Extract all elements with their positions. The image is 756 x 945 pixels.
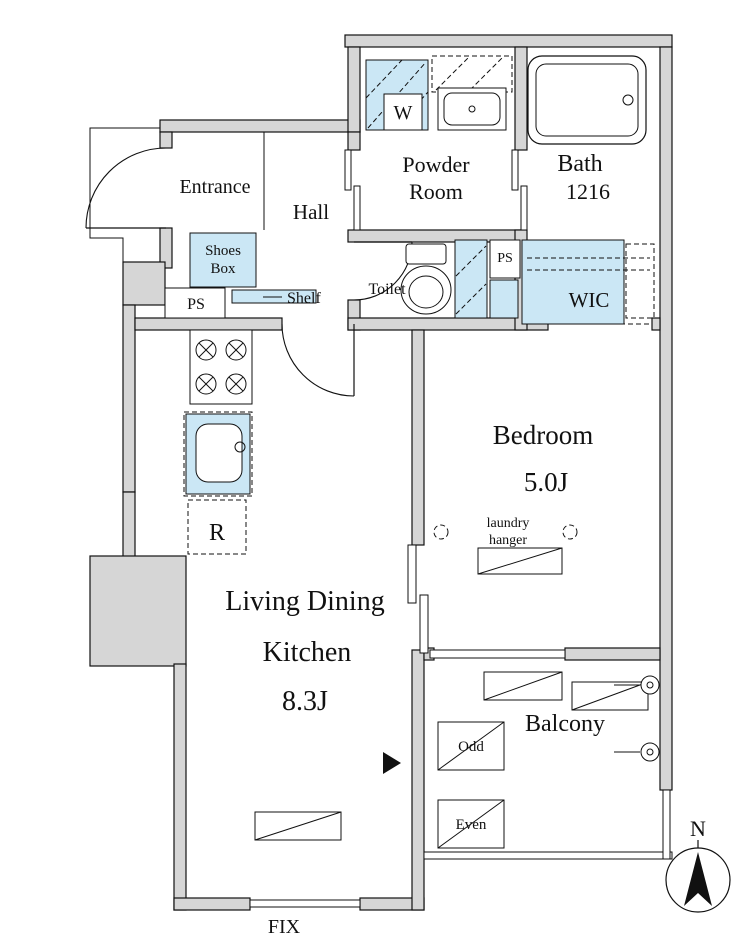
balcony-rail-right: [662, 789, 671, 860]
bathtub: [527, 55, 647, 145]
compass-north-label: N: [690, 816, 706, 841]
ldk-size-label: 8.3J: [282, 686, 328, 717]
toilet-fixture: [400, 243, 452, 315]
ldk-counter: [254, 811, 342, 841]
bedroom-sliding-door: [407, 544, 429, 654]
balcony-odd-label: Odd: [458, 739, 484, 755]
walls: [89, 34, 673, 911]
wash-basin: [437, 87, 507, 131]
ps-toilet-box: [489, 239, 521, 279]
bedroom-size-label: 5.0J: [524, 467, 568, 497]
balcony-label: Balcony: [525, 711, 605, 737]
compass-icon: [665, 840, 731, 913]
washer-label: W: [394, 102, 413, 124]
laundry-hanger-label-line1: laundry: [487, 516, 530, 531]
ps-toilet-label: PS: [497, 251, 513, 266]
shelf-label: Shelf: [287, 290, 321, 307]
direction-marker-icon: [383, 752, 401, 774]
wic-label: WIC: [569, 288, 610, 312]
entrance-label: Entrance: [179, 176, 250, 198]
powder-room-label-line2: Room: [409, 179, 463, 204]
ps-hall-box: [164, 287, 226, 319]
shoes-box: [189, 232, 257, 288]
laundry-hanger-label-line2: hanger: [489, 533, 527, 548]
ps-hall-label: PS: [187, 296, 205, 313]
bath-size-label: 1216: [566, 179, 610, 204]
hall-ldk-door: [281, 323, 355, 397]
ps-toilet-blue: [489, 279, 519, 319]
drain-pipe-top: [640, 675, 660, 695]
kitchen-sink: [183, 411, 253, 497]
balcony-even-label: Even: [456, 817, 487, 833]
bath-folding-door: [511, 149, 528, 231]
shoes-box-label-line2: Box: [210, 261, 236, 277]
powder-sliding-door: [344, 149, 361, 231]
refrigerator-space: [187, 499, 247, 555]
toilet-pipe-space: [454, 239, 488, 319]
washing-machine-pan: [365, 59, 429, 131]
bedroom-label: Bedroom: [493, 420, 594, 450]
hall-label: Hall: [293, 200, 329, 224]
drain-pipe-bottom: [640, 742, 660, 762]
powder-room-label-line1: Powder: [402, 152, 470, 177]
ldk-label-line1: Living Dining: [225, 586, 384, 617]
bath-label: Bath: [557, 151, 602, 177]
wic-fittings: [521, 239, 655, 325]
balcony-fittings: [437, 671, 660, 849]
exterior-outline: [89, 127, 160, 264]
toilet-label: Toilet: [368, 281, 406, 298]
fix-window: [249, 899, 361, 908]
balcony-rail-bottom: [423, 851, 673, 860]
ldk-label-line2: Kitchen: [263, 637, 352, 668]
bedroom-balcony-window: [429, 649, 566, 659]
stove: [189, 329, 253, 405]
laundry-hanger-fitting: [433, 524, 578, 575]
shoes-box-label-line1: Shoes: [205, 243, 241, 259]
fix-window-label: FIX: [268, 916, 301, 938]
refrigerator-label: R: [209, 520, 225, 546]
washer-box: [383, 93, 423, 131]
entrance-door: [85, 147, 167, 229]
powder-counter: [431, 55, 513, 93]
